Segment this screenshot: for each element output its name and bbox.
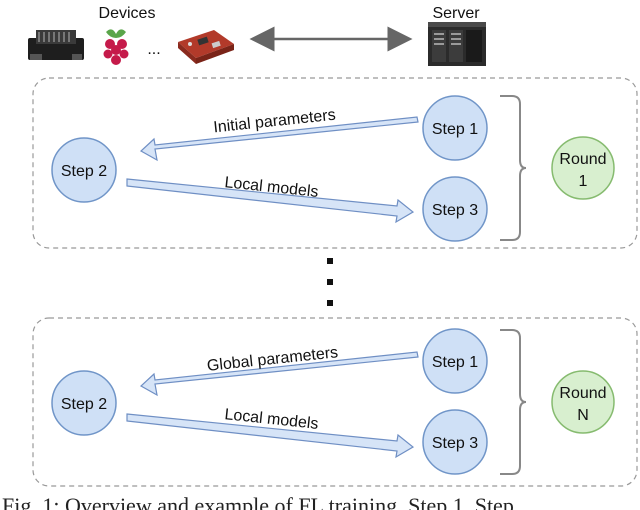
devices-ellipsis: ... (147, 41, 160, 58)
round-n-step-1-node (422, 328, 488, 394)
round-n-step-2-label: Step 2 (61, 396, 107, 413)
dev-board-icon (178, 30, 234, 64)
round-n-label-line2: N (577, 407, 589, 424)
round-1-step-1-label: Step 1 (432, 121, 478, 138)
round-n-node (551, 370, 615, 434)
devices-label: Devices (99, 5, 156, 22)
round-n-step-3-label: Step 3 (432, 435, 478, 452)
round-n-bracket (500, 329, 527, 475)
raspberry-pi-icon (103, 29, 129, 65)
round-1-step-3-label: Step 3 (432, 202, 478, 219)
round-1-node (551, 136, 615, 200)
rounds-vertical-ellipsis (327, 258, 333, 306)
round-1-label-line1: Round (559, 151, 606, 168)
round-1-step-3-node (422, 176, 488, 242)
round-1-step-1-node (422, 95, 488, 161)
round-n-label-line1: Round (559, 385, 606, 402)
server-rack-icon (428, 22, 486, 66)
round-n-step-2-node (51, 370, 117, 436)
round-n-step-1-label: Step 1 (432, 354, 478, 371)
round-1-label-line2: 1 (579, 173, 588, 190)
round-1-bracket (500, 95, 527, 241)
round-n-up-arrow (126, 413, 415, 459)
round-1-frame (32, 77, 638, 249)
round-1-down-arrow (139, 116, 419, 162)
round-1-step-2-label: Step 2 (61, 163, 107, 180)
round-1-panel: Initial parameters Local models Step 1 S… (32, 77, 638, 249)
server-label: Server (432, 5, 480, 22)
round-n-frame (32, 317, 638, 487)
round-1-step-2-node (51, 137, 117, 203)
figure-caption: Fig. 1: Overview and example of FL train… (2, 493, 514, 510)
round-n-panel: Global parameters Local models Step 1 St… (32, 317, 638, 487)
jetson-board-icon (28, 30, 84, 60)
round-n-down-arrow (139, 351, 419, 397)
round-n-step-3-node (422, 409, 488, 475)
round-1-up-arrow (126, 178, 415, 224)
